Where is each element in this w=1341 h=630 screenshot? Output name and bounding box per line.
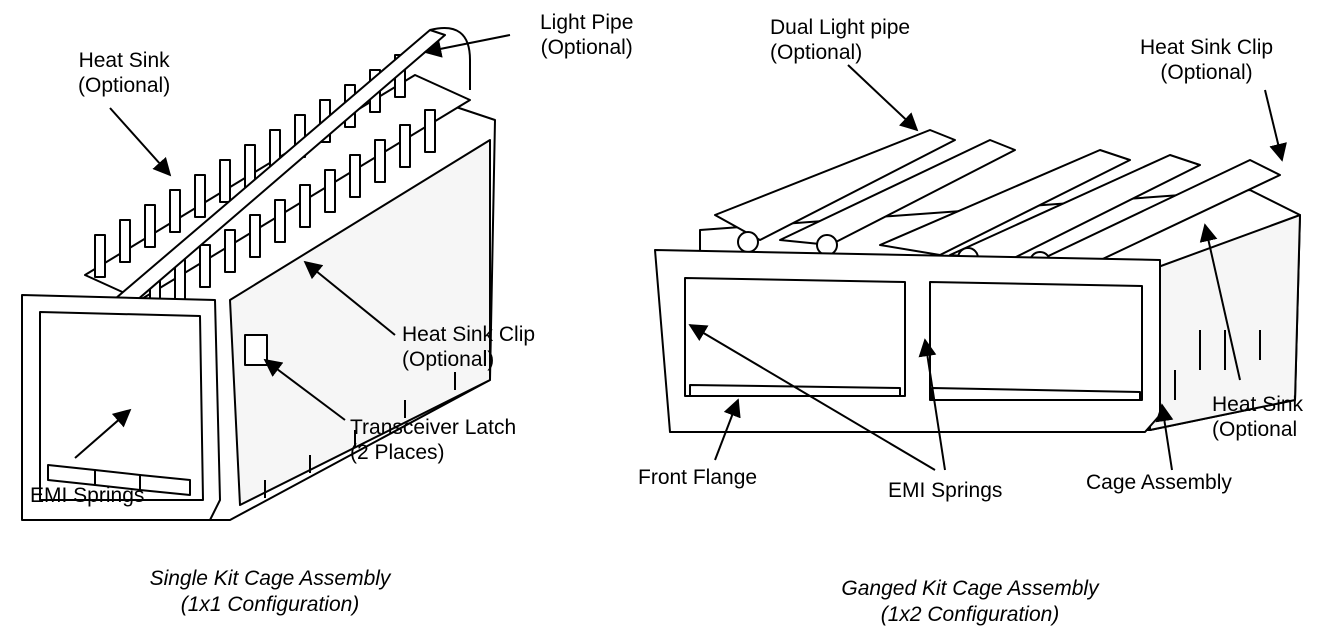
label-heat-sink-clip-left-line1: Heat Sink Clip [402,323,536,346]
arrow-dual-light-pipe [847,64,919,132]
arrow-emi-springs-right-a [688,324,936,471]
label-heat-sink-clip-left: Heat Sink Clip (Optional) [402,322,535,372]
arrow-transceiver-latch [263,358,346,421]
single-emi-springs [47,464,191,496]
label-heat-sink-clip-right: Heat Sink Clip (Optional) [1140,35,1273,85]
label-emi-springs-left: EMI Springs [30,484,145,507]
arrow-cage-assembly [1155,403,1174,471]
label-transceiver-latch-line1: Transceiver Latch [350,416,517,439]
label-heat-sink-left: Heat Sink (Optional) [78,48,170,98]
label-light-pipe: Light Pipe (Optional) [540,10,633,60]
caption-ganged-kit-line1: Ganged Kit Cage Assembly [841,577,1099,600]
label-front-flange: Front Flange [638,466,758,489]
label-dual-light-pipe-line2: (Optional) [770,41,863,64]
label-dual-light-pipe-line1: Dual Light pipe [770,16,911,39]
label-heat-sink-left-line1: Heat Sink [78,49,170,72]
caption-single-kit: Single Kit Cage Assembly (1x1 Configurat… [120,566,420,618]
arrow-emi-springs-left [74,408,132,459]
label-transceiver-latch-line2: (2 Places) [350,441,445,464]
label-heat-sink-clip-left-line2: (Optional) [402,348,495,371]
arrow-front-flange [714,398,741,461]
leader-arrows [74,34,1287,471]
label-heat-sink-right-line1: Heat Sink [1212,393,1304,416]
single-cage-pins [264,350,486,498]
arrow-emi-springs-right-b [918,338,946,471]
label-heat-sink-right: Heat Sink (Optional [1212,392,1303,442]
arrow-heat-sink-clip-right [1264,89,1287,162]
label-heat-sink-clip-right-line2: (Optional) [1160,61,1253,84]
ganged-emi-springs [689,384,1141,401]
caption-ganged-kit-line2: (1x2 Configuration) [880,603,1060,626]
label-transceiver-latch: Transceiver Latch (2 Places) [350,415,516,465]
label-light-pipe-line2: (Optional) [540,36,633,59]
arrow-light-pipe [423,34,511,58]
label-cage-assembly: Cage Assembly [1086,471,1232,494]
label-dual-light-pipe: Dual Light pipe (Optional) [770,15,910,65]
label-heat-sink-clip-right-line1: Heat Sink Clip [1140,36,1274,59]
caption-ganged-kit: Ganged Kit Cage Assembly (1x2 Configurat… [810,576,1130,628]
caption-single-kit-line1: Single Kit Cage Assembly [149,567,391,590]
single-cage-side-wall [229,139,491,506]
single-cage-drawing [21,27,496,521]
single-heat-sink-fins [94,54,436,318]
ganged-cage-pins [1174,330,1261,400]
arrow-heat-sink-left [109,107,172,177]
label-heat-sink-left-line2: (Optional) [78,74,171,97]
ganged-cage-drawing [654,129,1301,433]
label-heat-sink-right-line2: (Optional [1212,418,1298,441]
arrow-heat-sink-right [1199,223,1241,381]
label-light-pipe-line1: Light Pipe [540,11,634,34]
arrow-heat-sink-clip-left [303,260,396,336]
single-transceiver-latch [244,334,268,366]
label-emi-springs-right: EMI Springs [888,479,1003,502]
caption-single-kit-line2: (1x1 Configuration) [180,593,360,616]
